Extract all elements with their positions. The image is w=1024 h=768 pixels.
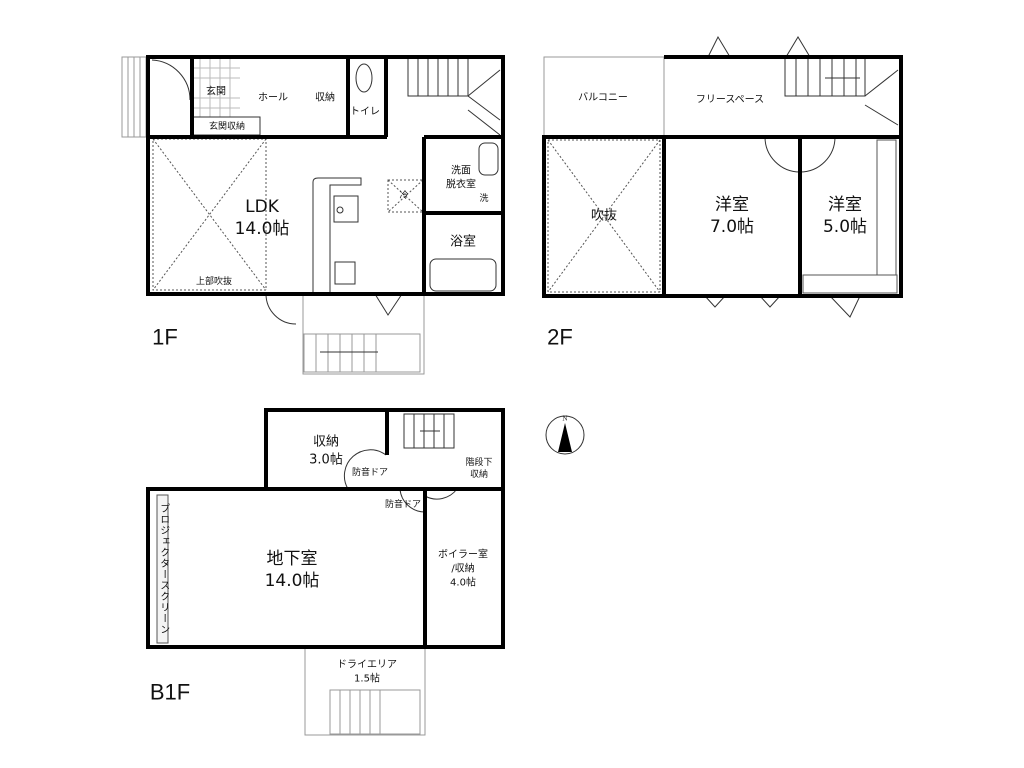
room-boiler-size: 4.0帖 (450, 577, 476, 589)
fridge-label: 冷 (399, 190, 409, 201)
under-stair-storage-line1: 階段下 (465, 457, 493, 468)
upper-void-label: 上部吹抜 (195, 276, 233, 287)
soundproof-door-label-1: 防音ドア (351, 467, 389, 478)
closet-2f-bottom (802, 274, 898, 294)
stairs-2f (784, 57, 899, 126)
kitchen-counter (312, 177, 362, 292)
stairs-b1 (403, 413, 455, 449)
room-boiler-line2: /収納 (451, 563, 475, 575)
room-storage-b1-name: 収納 (312, 434, 340, 450)
stairs-1f (407, 57, 501, 136)
projector-screen-box (156, 494, 169, 644)
room-dry-area-name: ドライエリア (337, 659, 397, 671)
compass-north-label: N (562, 415, 568, 423)
north-compass-icon (545, 415, 585, 455)
porch-stairs-1f (303, 333, 421, 373)
entrance-steps-1f (121, 56, 147, 138)
walls-2f-outer (542, 55, 903, 298)
room-genkan: 玄関 (206, 86, 226, 98)
room-toilet: トイレ (350, 106, 380, 118)
room-storage-b1-size: 3.0帖 (309, 452, 343, 468)
room-hall: ホール (258, 92, 288, 104)
bathtub (429, 258, 497, 292)
walls-b1-outer (146, 408, 505, 649)
room-basement-name: 地下室 (266, 549, 318, 570)
soundproof-door-label-2: 防音ドア (384, 499, 422, 510)
toilet-bowl (355, 63, 373, 93)
room-ldk-size: 14.0帖 (234, 219, 290, 240)
void-2f-area (547, 139, 661, 293)
room-washroom-line2: 脱衣室 (446, 179, 476, 191)
room-ldk-name: LDK (245, 197, 279, 218)
room-dry-area-size: 1.5帖 (354, 673, 380, 685)
dry-area-stairs (329, 689, 421, 735)
room-bath: 浴室 (449, 234, 477, 250)
projector-screen-label: プロジェクタースクリーン (157, 503, 169, 635)
room-washroom-line1: 洗面 (451, 165, 471, 177)
room-balcony: バルコニー (578, 92, 628, 104)
door-swings (151, 35, 861, 513)
room-western1-name: 洋室 (715, 195, 749, 216)
room-genkan-storage: 玄関収納 (208, 121, 246, 132)
room-western2-name: 洋室 (828, 195, 862, 216)
room-storage-1f: 収納 (315, 92, 335, 104)
room-void-2f: 吹抜 (590, 208, 618, 224)
floor-label-b1f: B1F (149, 679, 191, 705)
room-free-space: フリースペース (695, 94, 765, 106)
genkan-tiles (192, 58, 240, 117)
closet-2f (876, 139, 897, 276)
room-basement-size: 14.0帖 (264, 571, 320, 592)
floor-label-1f: 1F (152, 324, 178, 350)
room-boiler-line1: ボイラー室 (438, 549, 488, 561)
floor-label-2f: 2F (547, 324, 573, 350)
washer-label: 洗 (479, 193, 489, 204)
fridge-space (387, 179, 424, 213)
walls (146, 55, 903, 649)
room-western2-size: 5.0帖 (822, 217, 868, 238)
washbasin (478, 142, 499, 176)
under-stair-storage-line2: 収納 (469, 469, 489, 480)
room-western1-size: 7.0帖 (709, 217, 755, 238)
